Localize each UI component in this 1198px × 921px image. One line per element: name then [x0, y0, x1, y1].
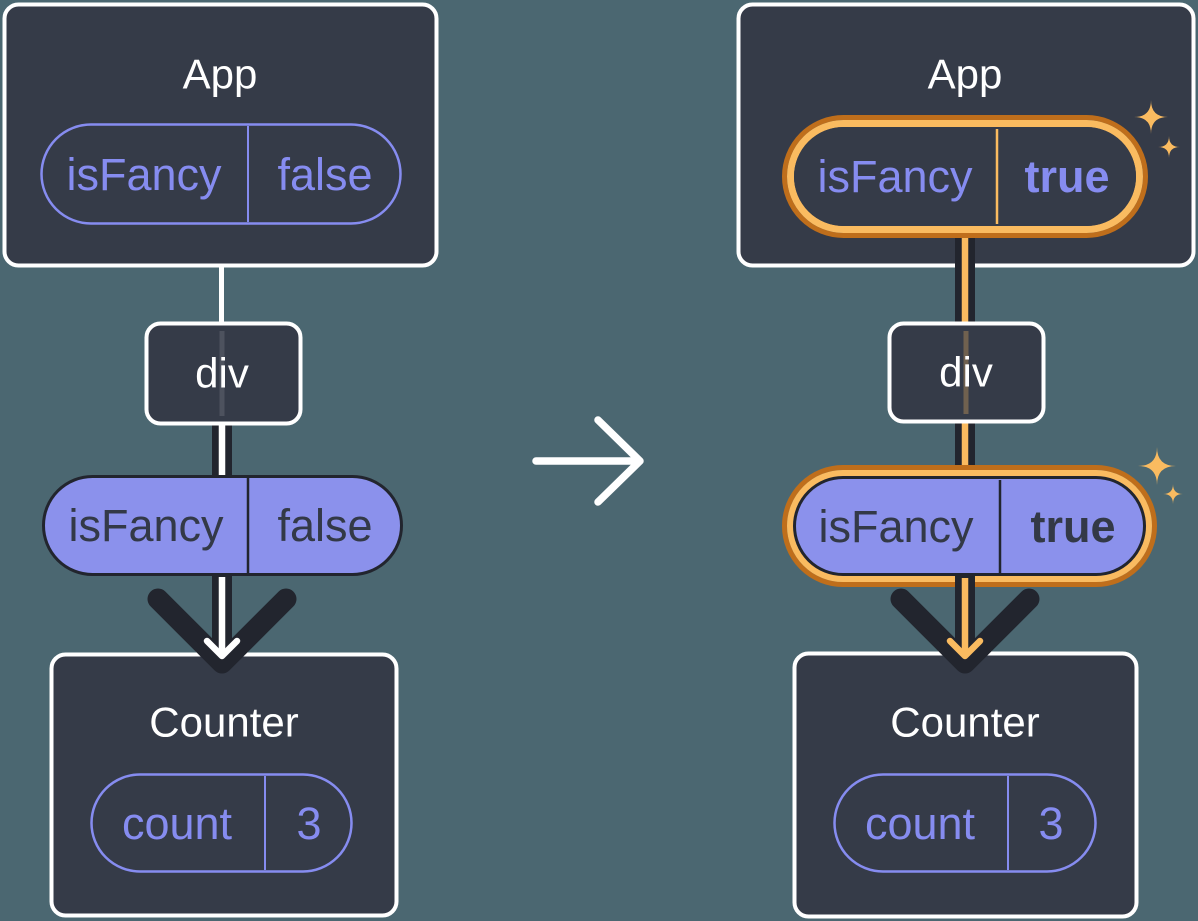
app-prop-pill: isFancy false — [40, 123, 402, 225]
sparkle-icon — [1138, 447, 1176, 485]
counter-title: Counter — [890, 699, 1039, 746]
highlight-ring-inner — [787, 120, 1143, 233]
div-box: div — [887, 321, 1046, 424]
passed-prop-pill-highlighted: isFancy true — [782, 465, 1157, 587]
prop-name: isFancy — [66, 149, 222, 200]
div-box: div — [144, 321, 303, 426]
div-label: div — [939, 349, 993, 396]
prop-pill-fill — [42, 475, 403, 576]
prop-pill-fill — [794, 127, 1136, 226]
state-pill-outline — [833, 773, 1097, 873]
prop-name: isFancy — [818, 501, 974, 552]
sparkles-app-prop — [1134, 100, 1180, 158]
arrow-prop-to-counter — [890, 576, 1040, 674]
counter-title: Counter — [149, 699, 298, 746]
prop-value: false — [277, 500, 372, 551]
counter-state-pill: count 3 — [90, 773, 353, 873]
arrow-dark-head — [147, 588, 297, 674]
diagram-before: App isFancy false div isFancy false — [2, 2, 439, 918]
app-title: App — [928, 51, 1003, 98]
transition-arrow-icon — [532, 416, 644, 506]
div-box-rect — [144, 321, 303, 426]
counter-box — [792, 651, 1139, 919]
highlight-ring-outer — [782, 115, 1148, 238]
state-pill-outline — [90, 773, 353, 873]
state-name: count — [122, 798, 233, 849]
sparkle-icon — [1158, 136, 1180, 158]
sparkle-icon — [1163, 484, 1183, 504]
prop-pill-fill — [793, 476, 1146, 576]
div-label: div — [195, 350, 249, 397]
prop-name: isFancy — [68, 500, 224, 551]
state-value: 3 — [296, 798, 321, 849]
diagram-after: App isFancy true div — [736, 2, 1196, 919]
passed-prop-pill: isFancy false — [42, 475, 403, 576]
arrow-dark-head — [890, 588, 1040, 674]
sparkle-icon — [1134, 100, 1168, 134]
app-box — [2, 2, 439, 268]
prop-value: true — [1030, 501, 1115, 552]
state-name: count — [865, 798, 976, 849]
app-title: App — [183, 51, 258, 98]
div-box-rect — [887, 321, 1046, 424]
prop-pill-outline — [40, 123, 402, 225]
arrow-core-head — [946, 637, 984, 660]
prop-name: isFancy — [817, 151, 973, 202]
counter-state-pill: count 3 — [833, 773, 1097, 873]
app-prop-pill-highlighted: isFancy true — [782, 115, 1148, 238]
sparkles-passed-prop — [1138, 447, 1183, 504]
prop-value: true — [1024, 151, 1109, 202]
arrow-core-head — [203, 637, 241, 660]
counter-box — [49, 652, 399, 918]
prop-value: false — [277, 149, 372, 200]
state-value: 3 — [1038, 798, 1063, 849]
arrow-prop-to-counter — [147, 575, 297, 674]
